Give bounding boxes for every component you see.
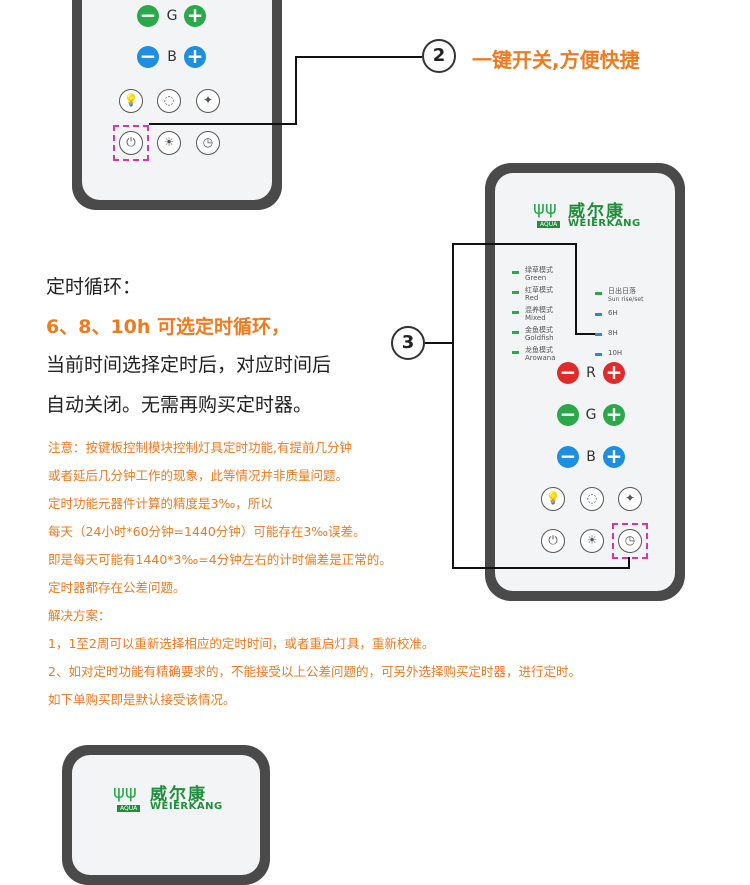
section-subtitle: 6、8、10h 可选定时循环， bbox=[46, 316, 291, 338]
timer-led bbox=[595, 353, 602, 356]
timer-cn: 日出日落 bbox=[608, 287, 636, 295]
mode-en: Goldfish bbox=[525, 334, 554, 342]
mode-en: Red bbox=[525, 294, 539, 302]
bulb-icon: 💡 bbox=[119, 89, 143, 113]
channel-g-label: G bbox=[585, 407, 597, 423]
mode-en: Green bbox=[525, 274, 547, 282]
g-plus-button: + bbox=[603, 404, 625, 426]
timer-led bbox=[595, 313, 602, 316]
channel-b-label: B bbox=[167, 49, 177, 65]
note-line: 注意：按键板控制模块控制灯具定时功能,有提前几分钟 bbox=[48, 440, 352, 455]
callout-3-line-v bbox=[452, 243, 454, 569]
b-plus-button: + bbox=[603, 446, 625, 468]
mode-led bbox=[512, 351, 519, 354]
mode-cn: 红草模式 bbox=[525, 286, 553, 294]
g-plus-button: + bbox=[184, 5, 206, 27]
grass-logo-icon: ψψ bbox=[113, 782, 137, 803]
mode-cn: 龙鱼模式 bbox=[525, 346, 553, 354]
grass-logo-icon: ψψ bbox=[533, 198, 557, 219]
logo-aqua: AQUA bbox=[537, 221, 561, 228]
g-minus-button: − bbox=[137, 5, 159, 27]
logo-cn: 威尔康 bbox=[568, 202, 625, 222]
callout-3-line-v-bottom bbox=[628, 557, 630, 569]
callout-2-line-h-top bbox=[295, 56, 422, 58]
note-line: 定时器都存在公差问题。 bbox=[48, 580, 186, 595]
remote-bottom bbox=[62, 745, 270, 885]
bulb-plus-icon: ✦ bbox=[618, 487, 642, 511]
mode-cn: 绿草模式 bbox=[525, 266, 553, 274]
callout-3-line-h-led bbox=[575, 333, 595, 335]
channel-r-label: R bbox=[586, 365, 596, 381]
note-line: 定时功能元器件计算的精度是3‰，所以 bbox=[48, 496, 273, 511]
mode-en: Arowana bbox=[525, 354, 556, 362]
note-line: 1，1至2周可以重新选择相应的定时时间，或者重启灯具，重新校准。 bbox=[48, 636, 435, 651]
power-icon: ⏻ bbox=[541, 529, 565, 553]
power-icon: ⏻ bbox=[119, 131, 143, 155]
sunrise-icon: ☀ bbox=[580, 529, 604, 553]
logo-cn: 威尔康 bbox=[150, 785, 207, 805]
r-plus-button: + bbox=[603, 362, 625, 384]
callout-2-text: 一键开关,方便快捷 bbox=[472, 48, 640, 72]
power-highlight bbox=[113, 125, 149, 161]
channel-g-label: G bbox=[166, 8, 178, 24]
callout-2-line-v bbox=[295, 57, 297, 125]
section-line-2: 自动关闭。无需再购买定时器。 bbox=[46, 394, 313, 416]
remote-right bbox=[485, 163, 685, 601]
callout-2-number: 2 bbox=[422, 39, 456, 73]
note-line: 即是每天可能有1440*3‰=4分钟左右的计时偏差是正常的。 bbox=[48, 552, 392, 567]
sunrise-icon: ☀ bbox=[157, 131, 181, 155]
callout-3-line-h-top bbox=[452, 243, 576, 245]
remote-bottom-face bbox=[72, 755, 260, 875]
section-line-1: 当前时间选择定时后，对应时间后 bbox=[46, 354, 332, 376]
mode-cn: 金鱼模式 bbox=[525, 326, 553, 334]
b-minus-button: − bbox=[557, 446, 579, 468]
logo-en: WEIERKANG bbox=[568, 218, 641, 229]
fish-icon: ◌ bbox=[580, 487, 604, 511]
note-line: 解决方案： bbox=[48, 608, 111, 623]
timer-label: 8H bbox=[608, 329, 618, 337]
callout-3-line-h-mid bbox=[425, 342, 454, 344]
callout-3-line-h-bottom bbox=[452, 567, 630, 569]
mode-led bbox=[512, 331, 519, 334]
note-line: 如下单购买即是默认接受该情况。 bbox=[48, 692, 236, 707]
fish-icon: ◌ bbox=[157, 89, 181, 113]
mode-led bbox=[512, 291, 519, 294]
timer-led bbox=[595, 292, 602, 295]
note-line: 每天（24小时*60分钟=1440分钟）可能存在3‰误差。 bbox=[48, 524, 366, 539]
mode-cn: 混养模式 bbox=[525, 306, 553, 314]
logo-aqua: AQUA bbox=[117, 805, 141, 812]
bulb-plus-icon: ✦ bbox=[196, 89, 220, 113]
timer-led bbox=[595, 333, 602, 336]
timer-label: 6H bbox=[608, 309, 618, 317]
clock-icon: ◷ bbox=[618, 529, 642, 553]
callout-2-line-h-bottom bbox=[149, 123, 297, 125]
g-minus-button: − bbox=[557, 404, 579, 426]
mode-led bbox=[512, 311, 519, 314]
b-plus-button: + bbox=[184, 46, 206, 68]
note-line: 2、如对定时功能有精确要求的，不能接受以上公差问题的，可另外选择购买定时器，进行… bbox=[48, 664, 581, 679]
callout-3-line-v-top bbox=[575, 243, 577, 335]
mode-en: Mixed bbox=[525, 314, 546, 322]
logo-en: WEIERKANG bbox=[150, 801, 223, 812]
section-title: 定时循环： bbox=[46, 276, 142, 298]
callout-3-number: 3 bbox=[391, 326, 425, 360]
channel-b-label: B bbox=[586, 449, 596, 465]
timer-label: 10H bbox=[608, 349, 623, 357]
note-line: 或者延后几分钟工作的现象，此等情况并非质量问题。 bbox=[48, 468, 349, 483]
timer-en: Sun rise/set bbox=[608, 296, 644, 303]
clock-icon: ◷ bbox=[196, 131, 220, 155]
b-minus-button: − bbox=[137, 46, 159, 68]
bulb-icon: 💡 bbox=[541, 487, 565, 511]
clock-highlight bbox=[612, 523, 648, 559]
r-minus-button: − bbox=[557, 362, 579, 384]
mode-led bbox=[512, 271, 519, 274]
remote-right-face bbox=[495, 173, 675, 591]
